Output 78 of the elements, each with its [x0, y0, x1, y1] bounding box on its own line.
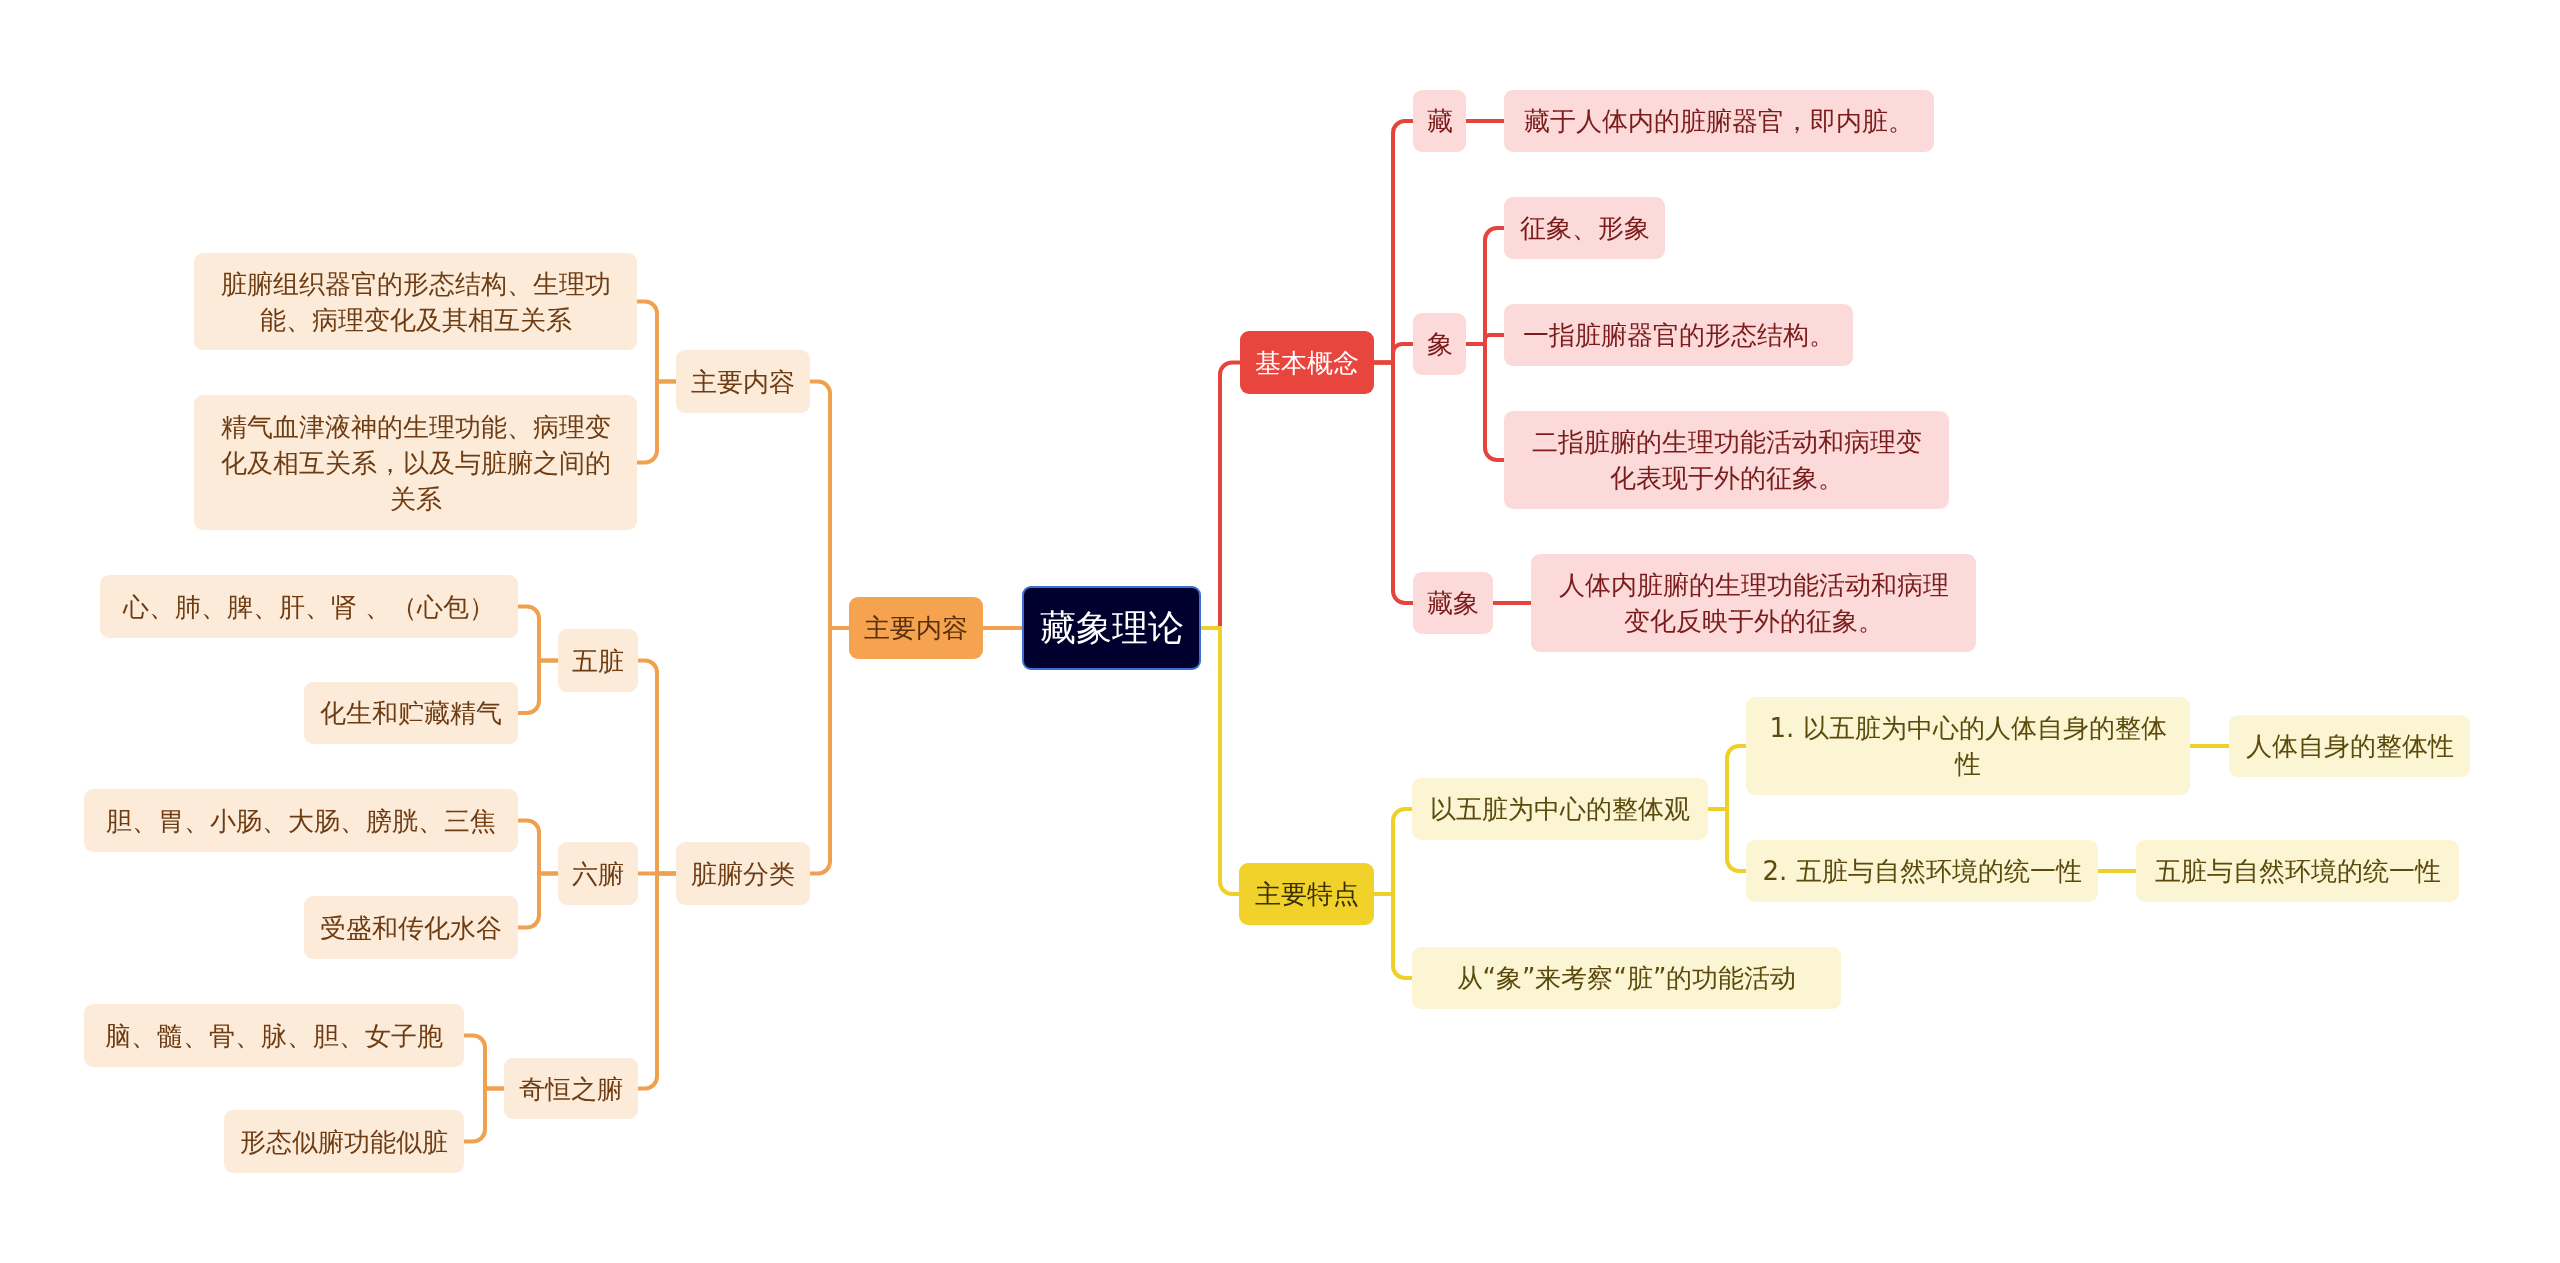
connector-line	[518, 871, 558, 930]
subtopic-box	[100, 575, 518, 638]
topic-text: 一指脏腑器官的形态结构。	[1522, 319, 1835, 352]
connector-line	[983, 626, 1022, 630]
subtopic-box	[558, 629, 638, 692]
subtopic-box	[1413, 572, 1493, 634]
topic-text: 征象、形象	[1519, 212, 1650, 245]
subtopic-box	[1504, 90, 1934, 152]
connector-line	[2190, 744, 2229, 748]
topic-text: 受盛和传化水谷	[320, 911, 502, 945]
central-topic-box	[1022, 586, 1201, 670]
connector-line	[1466, 342, 1504, 462]
topic-text: 五脏	[572, 644, 624, 678]
subtopic-box	[1504, 197, 1665, 259]
topic-text: 以五脏为中心的整体观	[1430, 793, 1690, 826]
topic-text: 五脏与自然环境的统一性	[2154, 855, 2441, 888]
topic-text: 1. 以五脏为中心的人体自身的整体性	[1768, 712, 2168, 781]
main-topic-box	[849, 597, 983, 659]
connector-line	[518, 658, 558, 715]
topic-text: 人体自身的整体性	[2245, 730, 2454, 763]
topic-text: 藏	[1426, 105, 1453, 138]
topic-text: 藏于人体内的脏腑器官，即内脏。	[1524, 105, 1914, 138]
subtopic-box	[1413, 90, 1466, 152]
topic-text: 化生和贮藏精气	[320, 697, 502, 730]
subtopic-box	[676, 350, 810, 413]
topic-text: 脑、髓、骨、脉、胆、女子胞	[105, 1019, 443, 1053]
topic-text: 人体内脏腑的生理功能活动和病理变化反映于外的征象。	[1557, 569, 1950, 638]
subtopic-box	[558, 842, 638, 905]
topic-text: 六腑	[572, 857, 624, 891]
subtopic-box	[224, 1110, 464, 1173]
connector-line	[638, 871, 676, 1091]
connector-line	[1374, 892, 1412, 980]
topic-text: 精气血津液神的生理功能、病理变化及相互关系，以及与脏腑之间的关系	[219, 410, 612, 516]
connector-line	[464, 1086, 504, 1144]
topic-text: 藏象理论	[1039, 606, 1184, 650]
subtopic-box	[194, 395, 637, 530]
topic-text: 心、肺、脾、肝、肾 、（心包）	[122, 590, 496, 624]
subtopic-box	[504, 1058, 638, 1119]
topic-text: 基本概念	[1255, 346, 1359, 380]
subtopic-box	[1412, 778, 1708, 840]
connector-line	[810, 626, 849, 876]
subtopic-box	[1531, 554, 1976, 652]
subtopic-box	[304, 682, 518, 744]
connector-line	[1374, 360, 1413, 605]
subtopic-box	[676, 842, 810, 905]
main-topic-box	[1240, 331, 1374, 394]
connector-line	[637, 379, 676, 465]
topic-text: 象	[1426, 328, 1453, 361]
subtopic-box	[194, 253, 637, 350]
topic-text: 主要内容	[864, 612, 968, 645]
topic-text: 二指脏腑的生理功能活动和病理变化表现于外的征象。	[1530, 426, 1923, 495]
subtopic-box	[84, 1004, 464, 1067]
subtopic-box	[1412, 947, 1841, 1009]
subtopic-box	[1746, 697, 2190, 795]
connector-line	[1201, 626, 1239, 896]
topic-text: 主要特点	[1254, 878, 1359, 911]
topic-text: 藏象	[1427, 587, 1479, 620]
topic-text: 胆、胃、小肠、大肠、膀胱、三焦	[106, 804, 496, 838]
topic-text: 脏腑分类	[691, 857, 795, 891]
subtopic-box	[2229, 715, 2470, 777]
subtopic-box	[304, 896, 518, 959]
topic-text: 形态似腑功能似脏	[240, 1125, 448, 1159]
subtopic-box	[1746, 840, 2098, 902]
connector-line	[1466, 119, 1504, 123]
connector-line	[1493, 601, 1531, 605]
topic-text: 奇恒之腑	[519, 1072, 623, 1106]
topic-text: 从“象”来考察“脏”的功能活动	[1456, 962, 1797, 995]
topic-text: 主要内容	[691, 365, 795, 399]
subtopic-box	[1413, 313, 1466, 375]
subtopic-box	[1504, 411, 1949, 509]
connector-line	[2098, 869, 2136, 873]
subtopic-box	[84, 789, 518, 852]
topic-text: 2. 五脏与自然环境的统一性	[1762, 855, 2082, 888]
main-topic-box	[1239, 863, 1374, 925]
topic-text: 脏腑组织器官的形态结构、生理功能、病理变化及其相互关系	[219, 267, 612, 337]
subtopic-box	[1504, 304, 1853, 366]
subtopic-box	[2136, 840, 2459, 902]
connector-line	[1708, 807, 1746, 873]
